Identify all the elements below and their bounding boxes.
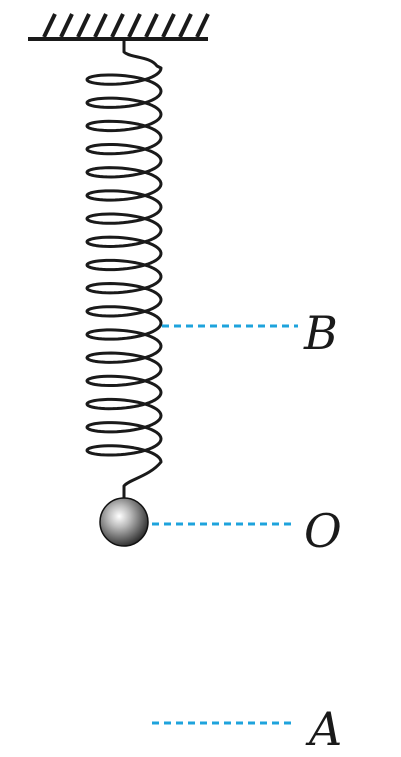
ceiling-hatching bbox=[42, 13, 210, 38]
hatch-mark bbox=[195, 13, 210, 38]
hatch-mark bbox=[59, 13, 74, 38]
hatch-mark bbox=[127, 13, 142, 38]
hatch-mark bbox=[161, 13, 176, 38]
ball bbox=[99, 497, 149, 547]
ceiling-support bbox=[28, 13, 210, 41]
spring bbox=[85, 37, 163, 500]
hatch-mark bbox=[93, 13, 108, 38]
hatch-mark bbox=[76, 13, 91, 38]
hatch-mark bbox=[178, 13, 193, 38]
hatch-mark bbox=[144, 13, 159, 38]
hatch-mark bbox=[110, 13, 125, 38]
label-b: B bbox=[304, 306, 338, 360]
hatch-mark bbox=[42, 13, 57, 38]
label-a: A bbox=[309, 702, 343, 756]
label-o: O bbox=[304, 504, 342, 558]
spring-coil bbox=[85, 37, 163, 500]
